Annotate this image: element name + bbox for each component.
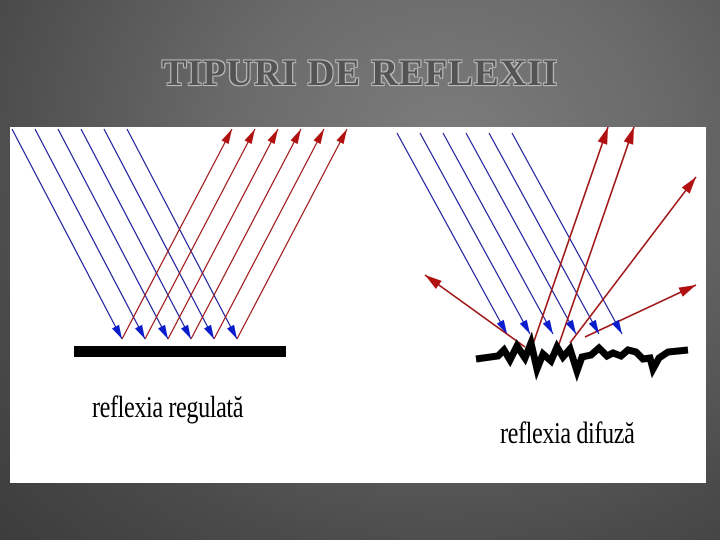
incident-arrowhead [542,319,553,334]
incident-ray [396,132,508,335]
scattered-ray [424,274,526,348]
incident-arrowhead [496,319,507,334]
incident-arrowhead [157,324,168,339]
incident-ray [126,128,238,340]
incident-ray [442,132,554,335]
incident-arrowhead [519,319,530,334]
diffuse-reflection-caption: reflexia difuză [500,415,635,450]
incident-arrowhead [226,324,237,339]
regular-reflection-figure [11,128,348,357]
incident-arrowhead [588,319,599,334]
incident-ray [11,128,123,340]
incident-ray [419,132,531,335]
incident-arrowhead [134,324,145,339]
incident-ray [103,128,215,340]
reflected-arrowhead [290,129,301,145]
scattered-ray [531,127,609,348]
incident-arrowhead [203,324,214,339]
reflected-ray [236,128,348,340]
incident-ray [34,128,146,340]
incident-arrowhead [180,324,191,339]
rough-surface [475,331,689,382]
reflected-arrowhead [244,129,255,145]
scattered-ray [557,127,635,348]
regular-reflection-caption: reflexia regulată [92,389,244,424]
reflected-arrowhead [336,129,347,145]
incident-arrowhead [111,324,122,339]
smooth-surface [74,346,286,357]
scattered-arrowhead [681,177,696,194]
reflected-arrowhead [221,129,232,145]
incident-ray [80,128,192,340]
reflected-ray [167,128,279,340]
incident-ray [488,132,600,335]
scattered-ray [584,284,697,338]
scattered-arrowhead [597,127,608,145]
reflected-arrowhead [313,129,324,145]
scattered-arrowhead [623,127,634,145]
reflection-diagram-svg [11,127,697,382]
scattered-arrowhead [425,275,442,289]
reflected-ray [213,128,325,340]
incident-ray [511,132,623,335]
reflected-arrowhead [267,129,278,145]
incident-ray [465,132,577,335]
diffuse-reflection-figure [396,127,697,382]
reflected-ray [144,128,256,340]
scattered-ray [569,176,697,344]
incident-ray [57,128,169,340]
incident-arrowhead [565,319,576,334]
reflected-ray [121,128,233,340]
slide-title: TIPURI DE REFLEXII [161,53,559,94]
reflected-ray [190,128,302,340]
incident-arrowhead [611,319,622,334]
scattered-arrowhead [678,285,696,297]
reflection-diagram: reflexia regulată reflexia difuză [10,127,706,483]
